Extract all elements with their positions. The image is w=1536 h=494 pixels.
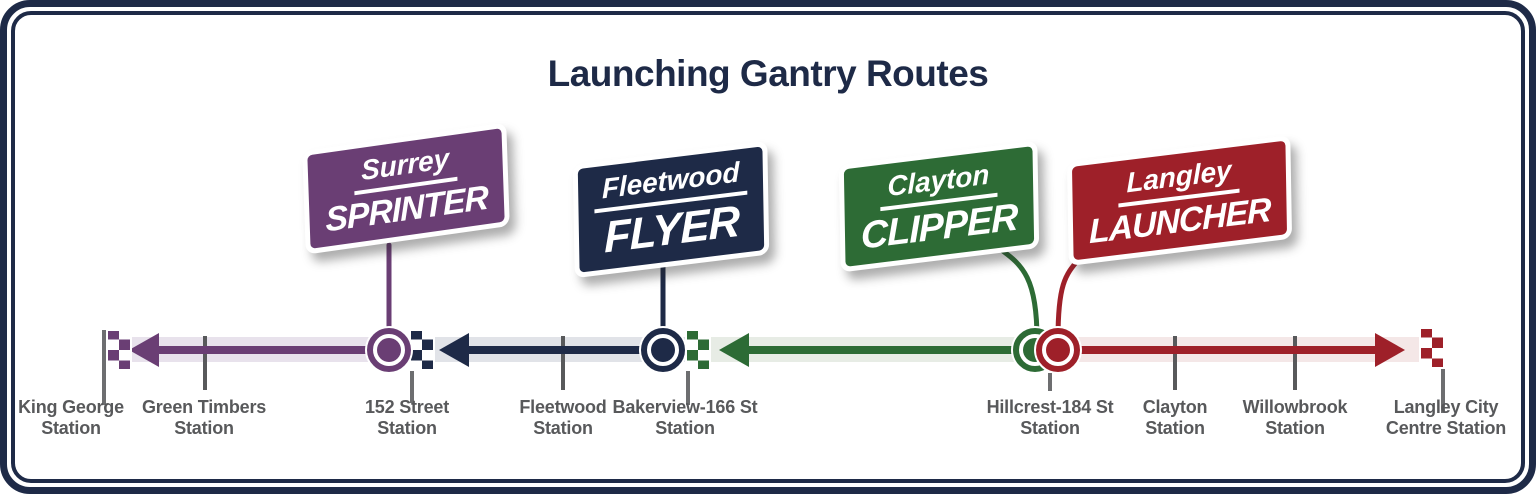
surrey-sprinter-arrowhead: [129, 333, 159, 367]
route-name-bottom: LAUNCHER: [1088, 190, 1271, 252]
152-street-circle: [365, 326, 413, 374]
flag-poles: [102, 330, 1445, 413]
fleetwood-flyer-arrowhead: [439, 333, 469, 367]
route-diagram-graphic: [102, 242, 1445, 413]
langley-launcher-arrowhead: [1375, 333, 1405, 367]
station-ticks: [203, 336, 1297, 390]
bakerview-checkered-flag-icon: [685, 329, 711, 371]
badge-connectors: [386, 242, 1082, 342]
bakerview-circle: [639, 326, 687, 374]
page-title: Launching Gantry Routes: [547, 53, 989, 94]
route-badge-fleetwood-flyer: Fleetwood FLYER: [572, 140, 770, 279]
king-george-checkered-flag-icon: [106, 329, 132, 371]
clayton-connector: [997, 246, 1040, 342]
route-name-bottom: SPRINTER: [324, 178, 489, 240]
clayton-clipper-arrowhead: [719, 333, 749, 367]
langley-checkered-flag-icon: [1419, 327, 1445, 369]
route-arrows: [129, 333, 1405, 367]
152-street-checkered-flag-icon: [409, 329, 435, 371]
hillcrest-red-circle: [1034, 326, 1082, 374]
station-circles: [365, 326, 1082, 374]
checkered-flags: [106, 327, 1445, 371]
